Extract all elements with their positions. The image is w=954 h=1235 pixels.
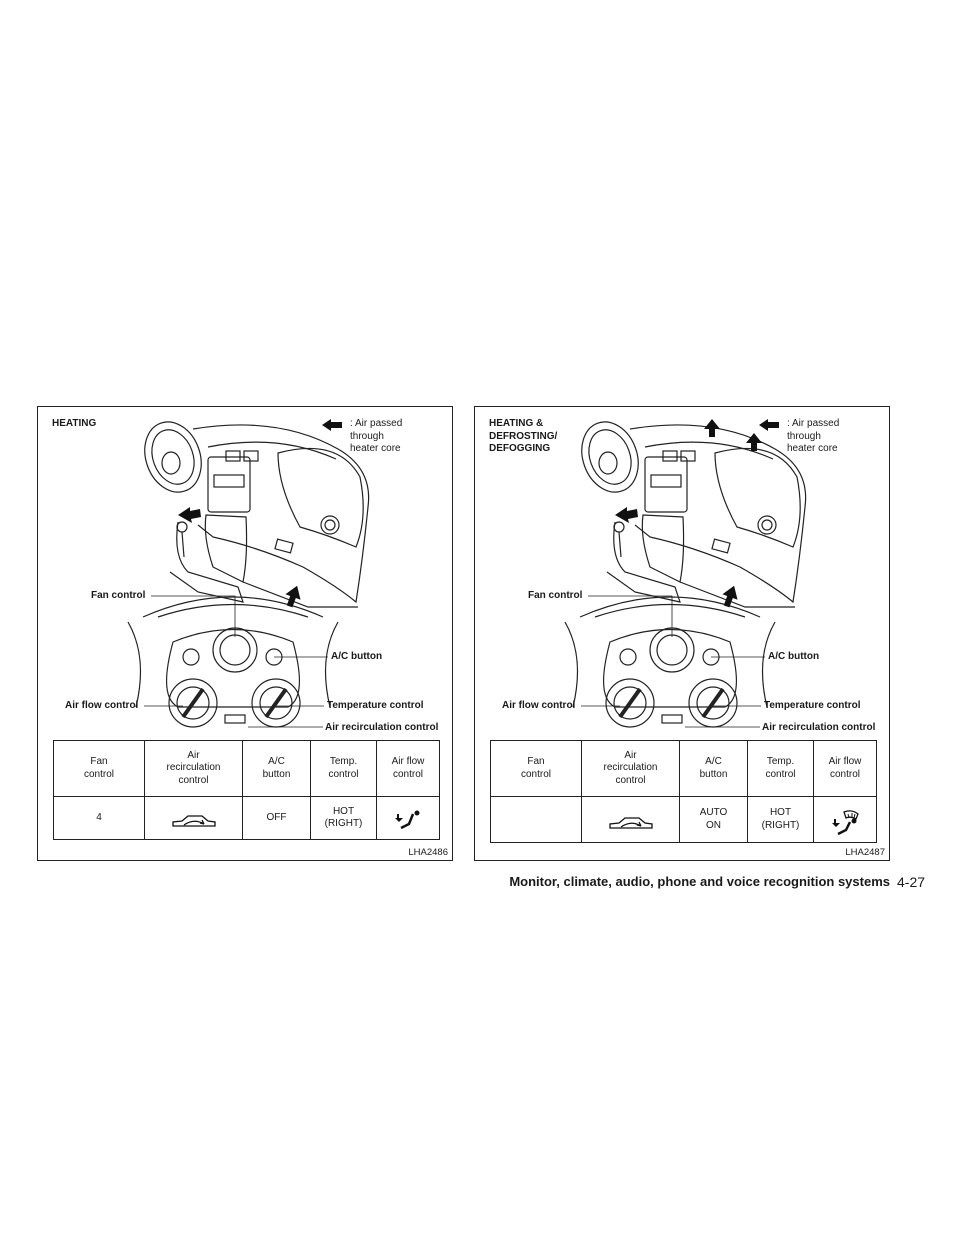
header-temp-control: Temp. control bbox=[310, 740, 377, 797]
header-ac-button: A/C button bbox=[679, 740, 748, 797]
legend-text: : Air passed through heater core bbox=[787, 418, 840, 454]
air-arrow-icon bbox=[322, 419, 342, 431]
air-arrow-icon bbox=[759, 419, 779, 431]
header-fan-control: Fan control bbox=[490, 740, 582, 797]
cell-fan bbox=[490, 796, 582, 843]
temperature-control-label: Temperature control bbox=[327, 700, 424, 711]
figure-title: HEATING & DEFROSTING/ DEFOGGING bbox=[489, 418, 558, 454]
cell-ac: AUTO ON bbox=[679, 796, 748, 843]
defrost-foot-vent-icon bbox=[832, 809, 859, 835]
figure-code: LHA2486 bbox=[408, 847, 448, 858]
car-recirculation-icon bbox=[608, 816, 653, 829]
legend: : Air passed through heater core bbox=[759, 418, 840, 456]
air-flow-control-label: Air flow control bbox=[502, 700, 576, 711]
fan-control-label: Fan control bbox=[91, 590, 146, 601]
header-ac-button: A/C button bbox=[242, 740, 311, 797]
air-recirculation-control-label: Air recirculation control bbox=[325, 722, 439, 733]
header-air-recirculation: Air recirculation control bbox=[144, 740, 243, 797]
cell-temp: HOT (RIGHT) bbox=[310, 796, 377, 840]
legend: : Air passed through heater core bbox=[322, 418, 403, 456]
cell-fan: 4 bbox=[53, 796, 145, 840]
header-air-flow-control: Air flow control bbox=[376, 740, 440, 797]
temperature-control-label: Temperature control bbox=[764, 700, 861, 711]
figure-code: LHA2487 bbox=[845, 847, 885, 858]
cell-air-flow bbox=[376, 796, 440, 840]
ac-button-label: A/C button bbox=[768, 651, 820, 662]
heating-defrosting-figure: HEATING & DEFROSTING/ DEFOGGING : Air pa… bbox=[474, 406, 890, 861]
foot-vent-icon bbox=[395, 810, 420, 830]
heating-figure: HEATING : Air passed through heater core bbox=[37, 406, 453, 861]
air-flow-control-label: Air flow control bbox=[65, 700, 139, 711]
header-fan-control: Fan control bbox=[53, 740, 145, 797]
settings-table: Fan control Air recirculation control A/… bbox=[490, 740, 877, 843]
header-air-flow-control: Air flow control bbox=[813, 740, 877, 797]
dashboard-illustration bbox=[564, 419, 807, 728]
cell-recirculation bbox=[144, 796, 243, 840]
cell-air-flow bbox=[813, 796, 877, 843]
header-temp-control: Temp. control bbox=[747, 740, 814, 797]
legend-text: : Air passed through heater core bbox=[350, 418, 403, 454]
cell-temp: HOT (RIGHT) bbox=[747, 796, 814, 843]
dashboard-illustration bbox=[127, 421, 370, 728]
cell-recirculation bbox=[581, 796, 680, 843]
figure-title: HEATING bbox=[52, 418, 97, 429]
page-number: 4-27 bbox=[897, 874, 926, 890]
air-recirculation-control-label: Air recirculation control bbox=[762, 722, 876, 733]
ac-button-label: A/C button bbox=[331, 651, 383, 662]
cell-ac: OFF bbox=[242, 796, 311, 840]
fan-control-label: Fan control bbox=[528, 590, 583, 601]
settings-table: Fan control Air recirculation control A/… bbox=[53, 740, 440, 840]
section-title: Monitor, climate, audio, phone and voice… bbox=[509, 874, 890, 889]
car-recirculation-icon bbox=[171, 815, 216, 827]
header-air-recirculation: Air recirculation control bbox=[581, 740, 680, 797]
